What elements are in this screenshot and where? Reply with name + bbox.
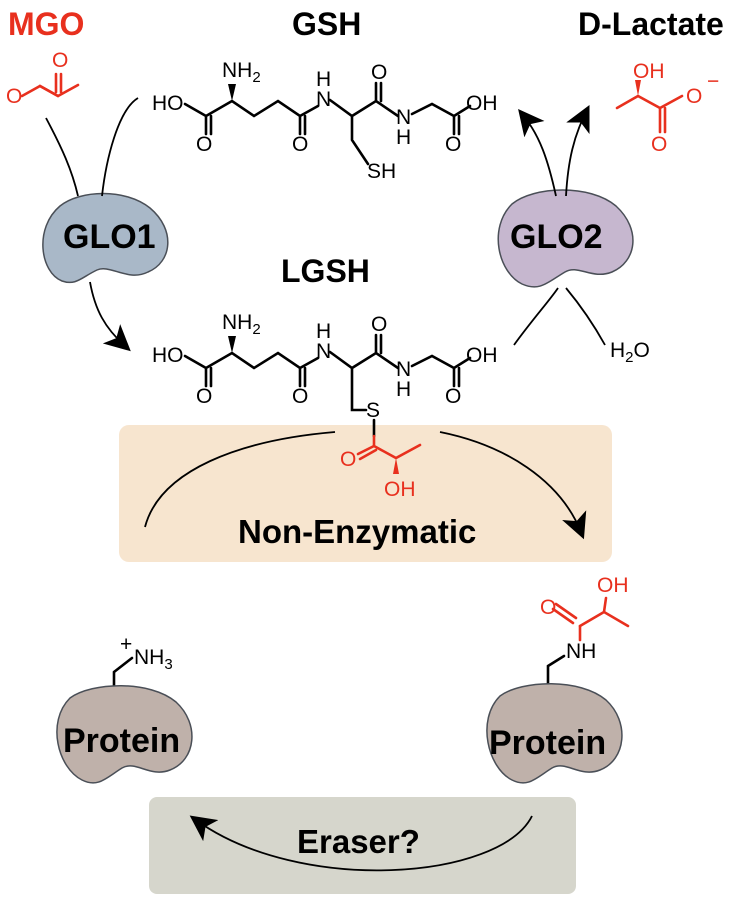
lgsh-o1: O bbox=[196, 385, 212, 408]
gsh-o2: O bbox=[292, 133, 308, 156]
glo2-out-arrow-1 bbox=[518, 108, 557, 197]
lgsh-o2: O bbox=[292, 385, 308, 408]
gsh-o4: O bbox=[445, 133, 461, 156]
left-protein: + NH3 Protein bbox=[56, 633, 193, 784]
gsh-oh: OH bbox=[466, 92, 498, 115]
lactate-charge: − bbox=[707, 70, 719, 93]
right-oh: OH bbox=[597, 574, 629, 597]
gsh-structure: NH2 HO O O H N O N H OH O SH bbox=[152, 59, 498, 183]
gsh-nh2: NH2 bbox=[222, 59, 261, 86]
glo1-enzyme: GLO1 bbox=[42, 192, 169, 284]
lgsh-ho: HO bbox=[152, 344, 184, 367]
lactoyl-group: O OH bbox=[340, 418, 422, 501]
non-enzymatic-label: Non-Enzymatic bbox=[238, 513, 476, 550]
non-enzymatic-box bbox=[119, 425, 612, 562]
mgo-label: MGO bbox=[8, 6, 84, 42]
glo1-blob-icon bbox=[42, 192, 169, 284]
non-enzymatic-arc-left bbox=[144, 431, 336, 528]
lgsh-h2: H bbox=[396, 378, 411, 401]
left-nh3: NH3 bbox=[134, 646, 173, 673]
d-lactate-label: D-Lactate bbox=[578, 6, 724, 42]
lgsh-n1: N bbox=[316, 340, 331, 363]
water-label: H2O bbox=[610, 339, 650, 366]
lactate-o-right: O bbox=[686, 85, 702, 108]
gsh-o3: O bbox=[371, 61, 387, 84]
lgsh-o3: O bbox=[371, 313, 387, 336]
lactoyl-oh: OH bbox=[384, 478, 416, 501]
right-protein-label: Protein bbox=[489, 724, 606, 762]
gsh-label: GSH bbox=[292, 6, 361, 42]
glo2-enzyme: GLO2 bbox=[497, 189, 634, 288]
gsh-h2: H bbox=[396, 126, 411, 149]
d-lactate-structure: OH O − O bbox=[615, 60, 719, 156]
lgsh-nh2: NH2 bbox=[222, 311, 261, 338]
lgsh-oh: OH bbox=[466, 344, 498, 367]
lactate-oh: OH bbox=[633, 60, 665, 83]
mgo-o-left: O bbox=[6, 85, 22, 108]
lgsh-label: LGSH bbox=[281, 253, 370, 289]
left-plus-charge: + bbox=[120, 633, 132, 656]
eraser-arrow bbox=[189, 815, 533, 872]
glo2-out-arrow-2 bbox=[565, 105, 590, 197]
gsh-n2: N bbox=[396, 106, 411, 129]
eraser-box bbox=[149, 797, 576, 894]
mgo-o-top: O bbox=[52, 49, 68, 72]
right-o: O bbox=[540, 596, 556, 619]
glo1-product-arrow bbox=[89, 281, 131, 352]
left-protein-blob-icon bbox=[56, 685, 193, 784]
gsh-ho: HO bbox=[152, 92, 184, 115]
lgsh-structure: NH2 HO O O H N O N H OH O bbox=[152, 311, 498, 412]
non-enzymatic-arrow bbox=[439, 431, 587, 540]
gsh-sh: SH bbox=[367, 160, 396, 183]
glo1-mgo-arc bbox=[45, 117, 79, 197]
glo2-label: GLO2 bbox=[510, 218, 603, 256]
gsh-h1: H bbox=[316, 68, 331, 91]
lactate-o-bottom: O bbox=[651, 133, 667, 156]
mgo-structure: O O bbox=[6, 49, 80, 108]
right-nh: NH bbox=[566, 640, 596, 663]
lgsh-o4: O bbox=[445, 385, 461, 408]
glo1-label: GLO1 bbox=[63, 218, 156, 256]
lgsh-s-atom: S bbox=[366, 399, 380, 422]
right-protein-blob-icon bbox=[486, 683, 623, 784]
gsh-n1: N bbox=[316, 88, 331, 111]
glo2-blob-icon bbox=[497, 189, 634, 288]
left-protein-label: Protein bbox=[63, 722, 180, 760]
glo2-lgsh-arc bbox=[513, 287, 559, 346]
lgsh-h1: H bbox=[316, 320, 331, 343]
gsh-o1: O bbox=[196, 133, 212, 156]
glo1-gsh-arc bbox=[101, 97, 139, 197]
lgsh-n2: N bbox=[396, 358, 411, 381]
eraser-label: Eraser? bbox=[297, 823, 420, 860]
right-protein: OH O NH Protein bbox=[486, 574, 630, 784]
lactoyl-o: O bbox=[340, 448, 356, 471]
glo2-water-arc bbox=[565, 287, 606, 346]
